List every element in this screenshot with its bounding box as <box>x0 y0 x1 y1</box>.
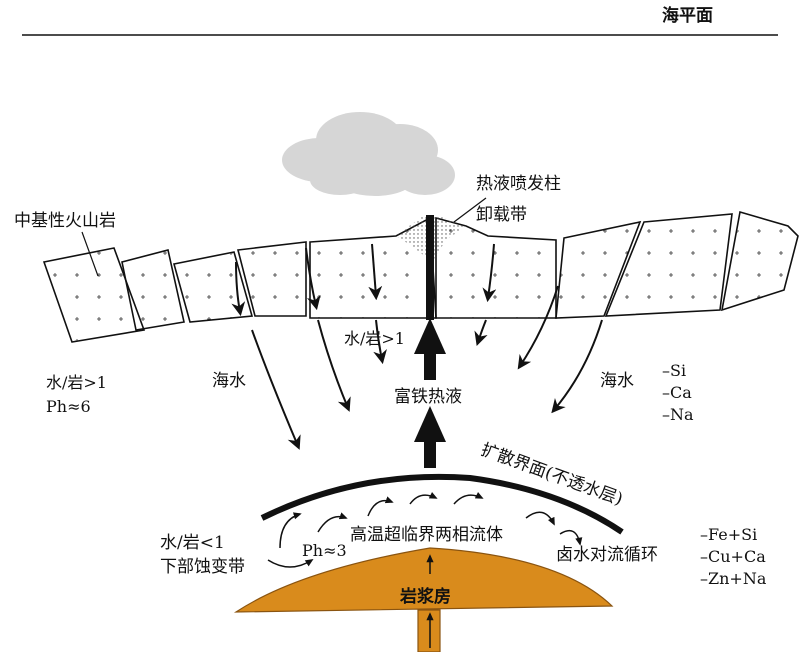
supercritical-fluid-label: 高温超临界两相流体 <box>350 525 503 545</box>
brine-convection-label: 卤水对流循环 <box>556 545 658 565</box>
magma-chamber-label: 岩浆房 <box>399 586 451 607</box>
plume-label: 热液喷发柱 <box>476 174 561 194</box>
magma-chamber <box>233 547 614 652</box>
seawater-arrows <box>251 285 603 450</box>
water-rock-gt1-left: 水/岩>1 <box>46 373 107 392</box>
leached-element: –Ca <box>662 383 692 402</box>
seawater-left-label: 海水 <box>212 371 246 391</box>
fe-fluid-upflow-arrows <box>414 318 446 468</box>
unloading-zone-label: 卸载带 <box>476 205 527 225</box>
plume-leader <box>453 197 487 223</box>
lower-alteration-label: 下部蚀变带 <box>160 557 245 577</box>
added-element: –Fe+Si <box>700 525 757 544</box>
water-rock-gt1-center: 水/岩>1 <box>344 329 405 348</box>
seawater-right-label: 海水 <box>600 371 634 391</box>
leached-elements-list: –Si –Ca –Na <box>662 361 694 424</box>
ph-3-label: Ph≈3 <box>302 541 347 560</box>
diffusion-interface-line <box>260 473 624 535</box>
rock-downflow-arrows <box>231 243 497 317</box>
ph-6-label: Ph≈6 <box>46 397 91 416</box>
convection-arrows <box>267 491 583 568</box>
water-rock-lt1-label: 水/岩<1 <box>160 533 225 553</box>
leached-element: –Si <box>662 361 686 380</box>
volcanic-rock-label: 中基性火山岩 <box>14 211 116 231</box>
leached-element: –Na <box>662 405 694 424</box>
added-element: –Cu+Ca <box>700 547 766 566</box>
added-element: –Zn+Na <box>700 569 767 588</box>
volcanic-rock-leader <box>81 231 99 277</box>
sea-level-label: 海平面 <box>662 5 713 26</box>
plume-cloud <box>282 112 455 196</box>
added-elements-list: –Fe+Si –Cu+Ca –Zn+Na <box>700 525 767 588</box>
fe-rich-fluid-label: 富铁热液 <box>394 387 462 407</box>
